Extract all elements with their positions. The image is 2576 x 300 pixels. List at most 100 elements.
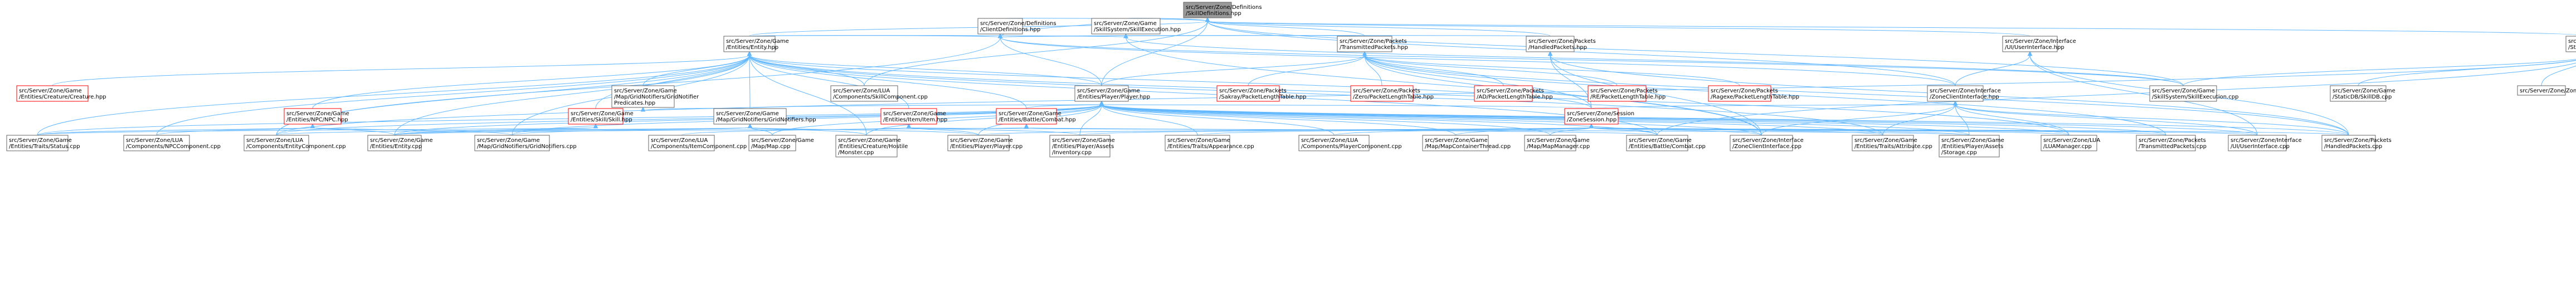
node-box bbox=[1708, 85, 1771, 102]
edge-line bbox=[749, 55, 867, 136]
graph-node-n17[interactable]: src/Server/Zone/Interface/ZoneClientInte… bbox=[1927, 85, 2001, 102]
graph-node-n1[interactable]: src/Server/Zone/Definitions/ClientDefini… bbox=[977, 18, 1056, 35]
edge-arrowhead bbox=[640, 106, 646, 112]
graph-node-n18[interactable]: src/Server/Zone/Game/SkillSystem/SkillEx… bbox=[2149, 85, 2238, 102]
graph-node-n13[interactable]: src/Server/Zone/Packets/Zero/PacketLengt… bbox=[1350, 85, 1434, 102]
node-label-line: /Storage.cpp bbox=[1941, 150, 1977, 156]
graph-node-n33[interactable]: src/Server/Zone/LUA/Components/ItemCompo… bbox=[648, 135, 747, 151]
graph-node-n39[interactable]: src/Server/Zone/LUA/Components/PlayerCom… bbox=[1298, 135, 1402, 151]
graph-node-n43[interactable]: src/Server/Zone/Interface/ZoneClientInte… bbox=[1730, 135, 1804, 151]
graph-node-n23[interactable]: src/Server/Zone/Game/Entities/Skill/Skil… bbox=[568, 108, 634, 125]
edge-line bbox=[864, 21, 1208, 86]
graph-node-n9[interactable]: src/Server/Zone/Game/Map/GridNotifiers/G… bbox=[611, 85, 699, 108]
graph-node-n14[interactable]: src/Server/Zone/Packets/AD/PacketLengthT… bbox=[1474, 85, 1553, 102]
graph-node-n6[interactable]: src/Server/Zone/Interface/UI/UserInterfa… bbox=[2002, 36, 2076, 52]
dependency-edge bbox=[1099, 100, 1198, 136]
nodes-layer: src/Server/Zone/Definitions/SkillDefinit… bbox=[6, 2, 2576, 158]
node-box bbox=[830, 85, 898, 102]
graph-node-n29[interactable]: src/Server/Zone/LUA/Components/NPCCompon… bbox=[123, 135, 221, 151]
graph-node-n24[interactable]: src/Server/Zone/Game/Map/GridNotifiers/G… bbox=[713, 108, 816, 125]
graph-node-n46[interactable]: src/Server/Zone/LUA/LUAManager.cpp bbox=[2041, 135, 2100, 151]
node-label-line: src/Server/Zone/LUA bbox=[246, 137, 303, 144]
edge-line bbox=[1000, 35, 1551, 38]
node-label-line: /Entities/Creature/Hostile bbox=[838, 144, 908, 150]
graph-node-n22[interactable]: src/Server/Zone/Game/Entities/NPC/NPC.hp… bbox=[284, 108, 349, 125]
dependency-edge bbox=[747, 123, 979, 136]
graph-node-n48[interactable]: src/Server/Zone/Interface/UI/UserInterfa… bbox=[2228, 135, 2302, 151]
node-box bbox=[2002, 36, 2058, 52]
node-label-line: src/Server/Zone/Packets bbox=[1528, 38, 1596, 45]
graph-node-n20[interactable]: src/Server/Zone/Zone.cpp bbox=[2517, 85, 2576, 96]
graph-node-n4[interactable]: src/Server/Zone/Packets/TransmittedPacke… bbox=[1337, 36, 1408, 52]
graph-node-n12[interactable]: src/Server/Zone/Packets/Sakray/PacketLen… bbox=[1216, 85, 1306, 102]
graph-node-n15[interactable]: src/Server/Zone/Packets/RE/PacketLengthT… bbox=[1588, 85, 1666, 102]
graph-node-n26[interactable]: src/Server/Zone/Game/Entities/Battle/Com… bbox=[996, 108, 1076, 125]
graph-node-n27[interactable]: src/Server/Zone/Session/ZoneSession.hpp bbox=[1564, 108, 1634, 125]
node-label-line: /SkillSystem/SkillExecution.hpp bbox=[1094, 27, 1181, 33]
edge-line bbox=[642, 55, 750, 86]
edge-line bbox=[1101, 104, 1592, 109]
node-box bbox=[1074, 85, 1129, 102]
node-label-line: src/Server/Zone/LUA bbox=[651, 137, 708, 144]
node-label-line: Predicates.hpp bbox=[614, 100, 655, 106]
graph-node-n28[interactable]: src/Server/Zone/Game/Entities/Traits/Sta… bbox=[6, 135, 80, 151]
node-label-line: src/Server/Zone/Game bbox=[1052, 137, 1115, 144]
graph-node-n5[interactable]: src/Server/Zone/Packets/HandledPackets.h… bbox=[1526, 36, 1596, 52]
graph-node-n19[interactable]: src/Server/Zone/Game/StaticDB/SkillDB.cp… bbox=[2330, 85, 2395, 102]
graph-node-n44[interactable]: src/Server/Zone/Game/Entities/Traits/Att… bbox=[1852, 135, 1932, 151]
graph-node-n8[interactable]: src/Server/Zone/Game/Entities/Creature/C… bbox=[16, 85, 106, 102]
graph-node-n40[interactable]: src/Server/Zone/Game/Map/MapContainerThr… bbox=[1422, 135, 1511, 151]
graph-node-n38[interactable]: src/Server/Zone/Game/Entities/Traits/App… bbox=[1165, 135, 1254, 151]
node-label-line: src/Server/Zone/Interface bbox=[2231, 137, 2302, 144]
graph-node-n42[interactable]: src/Server/Zone/Game/Entities/Battle/Com… bbox=[1626, 135, 1706, 151]
graph-node-n10[interactable]: src/Server/Zone/LUA/Components/SkillComp… bbox=[830, 85, 928, 102]
node-box bbox=[1564, 108, 1619, 125]
node-label-line: /Entities/Traits/Status.cpp bbox=[9, 144, 80, 150]
edge-line bbox=[1126, 37, 1762, 136]
graph-node-n11[interactable]: src/Server/Zone/Game/Entities/Player/Pla… bbox=[1074, 85, 1150, 102]
node-label-line: /Entities/Player/Player.cpp bbox=[950, 144, 1022, 150]
edge-line bbox=[276, 60, 2576, 136]
graph-node-n3[interactable]: src/Server/Zone/Game/Entities/Entity.hpp bbox=[723, 36, 789, 52]
graph-node-n16[interactable]: src/Server/Zone/Packets/Ragexe/PacketLen… bbox=[1708, 85, 1799, 102]
edge-line bbox=[394, 127, 1027, 136]
graph-node-n35[interactable]: src/Server/Zone/Game/Entities/Creature/H… bbox=[835, 135, 908, 158]
node-box bbox=[1049, 135, 1111, 158]
edge-line bbox=[1101, 21, 1208, 86]
graph-node-n47[interactable]: src/Server/Zone/Packets/TransmittedPacke… bbox=[2136, 135, 2207, 151]
node-label-line: /Entities/Item/Item.hpp bbox=[883, 117, 947, 123]
graph-node-n34[interactable]: src/Server/Zone/Game/Map/Map.cpp bbox=[748, 135, 814, 151]
node-label-line: /Sakray/PacketLengthTable.hpp bbox=[1219, 94, 1306, 100]
graph-node-n31[interactable]: src/Server/Zone/Game/Entities/Entity.cpp bbox=[367, 135, 433, 151]
edge-line bbox=[1000, 37, 2184, 86]
graph-node-n25[interactable]: src/Server/Zone/Game/Entities/Item/Item.… bbox=[880, 108, 947, 125]
graph-node-n41[interactable]: src/Server/Zone/Game/Map/MapManager.cpp bbox=[1524, 135, 1590, 151]
node-box bbox=[6, 135, 69, 151]
node-label-line: src/Server/Zone/Game bbox=[751, 137, 814, 144]
node-box bbox=[648, 135, 715, 151]
node-label-line: /Entities/Entity.cpp bbox=[370, 144, 422, 150]
node-label-line: src/Server/Zone/Packets bbox=[1353, 88, 1420, 94]
node-label-line: src/Server/Zone/Interface bbox=[2005, 38, 2076, 45]
dependency-edge bbox=[1205, 17, 1365, 37]
graph-node-n30[interactable]: src/Server/Zone/LUA/Components/EntityCom… bbox=[244, 135, 346, 151]
node-label-line: src/Server/Zone/Game bbox=[838, 137, 901, 144]
edge-line bbox=[1591, 127, 1658, 136]
graph-node-n2[interactable]: src/Server/Zone/Game/SkillSystem/SkillEx… bbox=[1091, 18, 1181, 35]
graph-node-n36[interactable]: src/Server/Zone/Game/Entities/Player/Pla… bbox=[947, 135, 1022, 151]
node-box bbox=[1183, 2, 1232, 18]
node-label-line: src/Server/Zone/Game bbox=[883, 111, 946, 117]
edge-line bbox=[1955, 104, 2258, 136]
node-label-line: src/Server/Zone/Definitions bbox=[1186, 4, 1262, 11]
graph-node-n7[interactable]: src/Server/Zone/Game/StaticDB/SkillDB.hp… bbox=[2565, 36, 2576, 52]
graph-node-n49[interactable]: src/Server/Zone/Packets/HandledPackets.c… bbox=[2321, 135, 2392, 151]
edge-line bbox=[2183, 58, 2576, 86]
node-label-line: /SkillDefinitions.hpp bbox=[1186, 11, 1241, 17]
node-label-line: /HandledPackets.cpp bbox=[2324, 144, 2382, 150]
node-label-line: src/Server/Zone/LUA bbox=[1301, 137, 1358, 144]
node-label-line: src/Server/Zone/Packets bbox=[1340, 38, 1407, 45]
graph-node-n45[interactable]: src/Server/Zone/Game/Entities/Player/Ass… bbox=[1939, 135, 2004, 158]
graph-node-n32[interactable]: src/Server/Zone/Game/Map/GridNotifiers/G… bbox=[474, 135, 577, 151]
graph-node-n37[interactable]: src/Server/Zone/Game/Entities/Player/Ass… bbox=[1049, 135, 1115, 158]
node-label-line: /Components/ItemComponent.cpp bbox=[651, 144, 747, 150]
